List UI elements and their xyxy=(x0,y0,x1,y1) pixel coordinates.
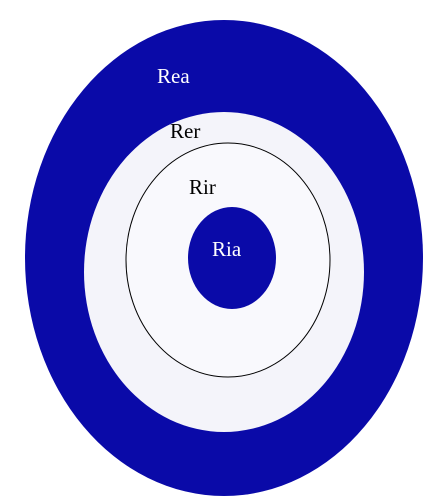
label-rir: Rir xyxy=(189,175,216,199)
label-rea: Rea xyxy=(157,64,190,88)
label-rer: Rer xyxy=(170,119,200,143)
region-ria-inner-ellipse xyxy=(188,207,276,309)
label-ria: Ria xyxy=(212,237,242,261)
